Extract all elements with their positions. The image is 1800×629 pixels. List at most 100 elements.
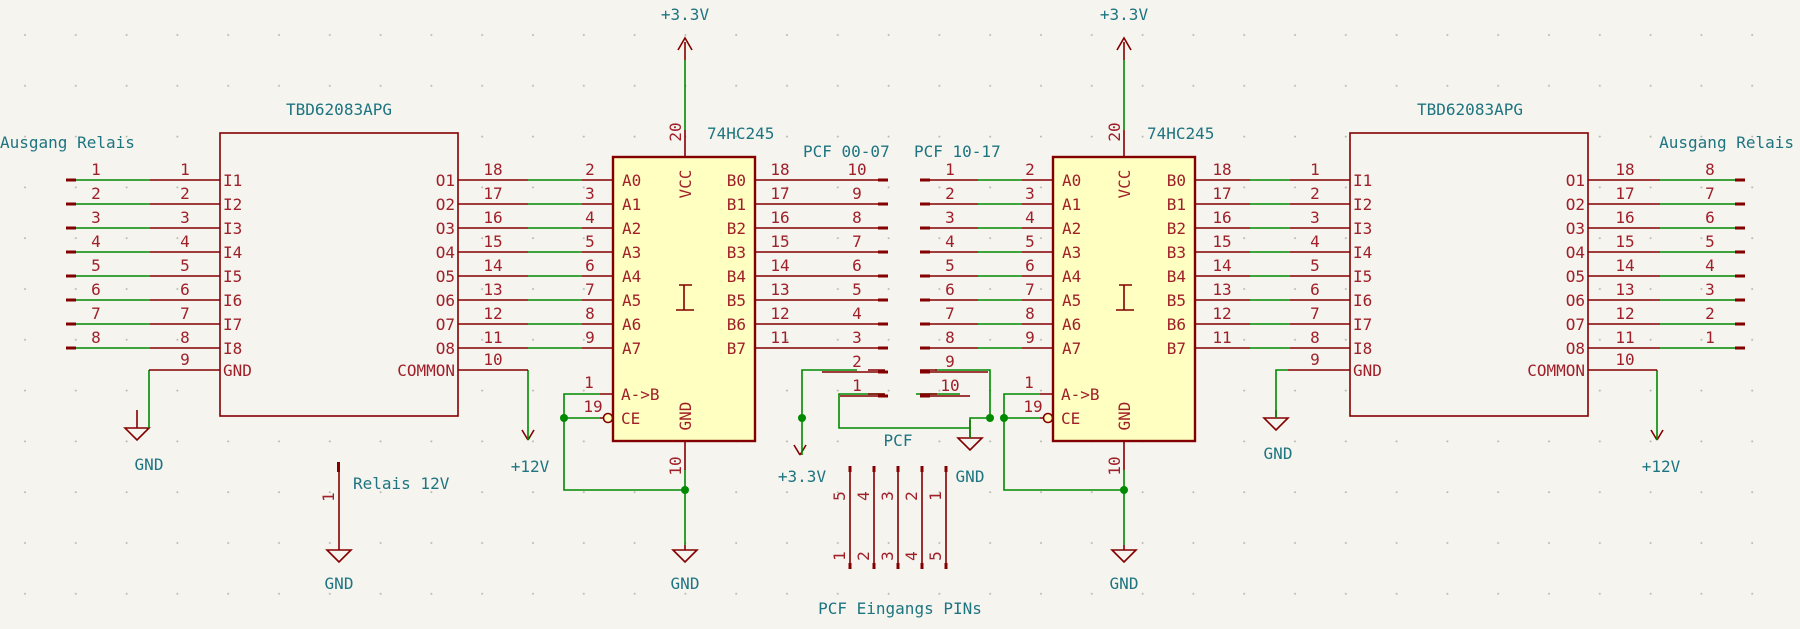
tbd-right-out-label: O1	[1566, 171, 1585, 190]
tbd-left-out-pin-number: 13	[483, 280, 502, 299]
gnd-label: GND	[671, 574, 700, 593]
gnd-symbol[interactable]: GND	[325, 535, 354, 593]
hc-right-a-label: A2	[1062, 219, 1081, 238]
header-top-pin-number: 1	[926, 491, 945, 501]
power-3v3-right[interactable]: +3.3V	[1100, 5, 1149, 60]
tbd-left-in-label: I4	[223, 243, 242, 262]
pcf-right-pin-number: 10	[940, 376, 959, 395]
pcf-10-17-label: PCF 10-17	[914, 142, 1001, 161]
schmitt-trigger-icon	[676, 284, 694, 311]
tbd-left-in-label: I2	[223, 195, 242, 214]
tbd-right-out-pin-number: 16	[1615, 208, 1634, 227]
tbd-right-out-label: O6	[1566, 291, 1585, 310]
tbd62083-left-body[interactable]	[219, 132, 459, 417]
hc-left-b-label: B5	[727, 291, 746, 310]
hc-right-b-pin-number: 11	[1212, 328, 1231, 347]
gnd-label: GND	[1110, 574, 1139, 593]
hc-right-gnd-label: GND	[1115, 402, 1134, 431]
ausgang-relais-left-label: Ausgang Relais	[0, 133, 135, 152]
hc-left-a-pin-number: 5	[585, 232, 595, 251]
tbd-right-common-label: COMMON	[1527, 361, 1585, 380]
power-3v3-left[interactable]: +3.3V	[661, 5, 710, 60]
hc-left-b-pin-number: 18	[770, 160, 789, 179]
tbd-right-out-label: O7	[1566, 315, 1585, 334]
tbd62083-right-body[interactable]	[1349, 132, 1589, 417]
tbd-left-gnd-pin-number: 9	[180, 350, 190, 369]
tbd-right-in-label: I1	[1353, 171, 1372, 190]
pcf-right-pin-number: 9	[945, 352, 955, 371]
hc-right-b-pin-number: 14	[1212, 256, 1231, 275]
conn-right-pin-number: 1	[1705, 328, 1715, 347]
gnd-symbol[interactable]: GND	[123, 410, 163, 474]
pcf-label: PCF	[884, 431, 913, 450]
conn-left-pin-number: 2	[91, 184, 101, 203]
header-bottom-pin-number: 5	[926, 551, 945, 561]
tbd-right-out-label: O3	[1566, 219, 1585, 238]
hc-right-a-label: A0	[1062, 171, 1081, 190]
hc-right-a-label: A7	[1062, 339, 1081, 358]
tbd-right-in-pin-number: 3	[1310, 208, 1320, 227]
hc-left-a-label: A1	[622, 195, 641, 214]
hc-left-b-label: B2	[727, 219, 746, 238]
hc-right-a-label: A1	[1062, 195, 1081, 214]
hc-left-b-label: B0	[727, 171, 746, 190]
conn-right-pin-number: 3	[1705, 280, 1715, 299]
gnd-symbol[interactable]: GND	[671, 545, 700, 593]
power-12v-left[interactable]: +12V	[511, 429, 550, 476]
tbd-right-in-pin-number: 2	[1310, 184, 1320, 203]
tbd-left-in-label: I5	[223, 267, 242, 286]
tbd-right-out-pin-number: 15	[1615, 232, 1634, 251]
pcf-right-pin-number: 1	[945, 160, 955, 179]
hc-left-b-pin-number: 12	[770, 304, 789, 323]
power-12v-right[interactable]: +12V	[1642, 429, 1681, 476]
tbd-left-in-pin-number: 6	[180, 280, 190, 299]
ausgang-relais-right-label: Ausgang Relais	[1659, 133, 1794, 152]
power-3v3-label: +3.3V	[778, 467, 827, 486]
pcf-right-pin-number: 7	[945, 304, 955, 323]
hc-left-a-pin-number: 2	[585, 160, 595, 179]
pcf-left-pin-number: 10	[847, 160, 866, 179]
tbd-right-out-label: O5	[1566, 267, 1585, 286]
tbd-left-out-pin-number: 12	[483, 304, 502, 323]
tbd-left-in-label: I7	[223, 315, 242, 334]
hc-right-b-pin-number: 15	[1212, 232, 1231, 251]
conn-left-pin-number: 4	[91, 232, 101, 251]
hc-left-dir-label: A->B	[621, 385, 660, 404]
hc-left-ce-label: CE	[621, 409, 640, 428]
conn-right-pin-number: 5	[1705, 232, 1715, 251]
tbd-left-out-label: O2	[436, 195, 455, 214]
tbd-left-in-label: I8	[223, 339, 242, 358]
relais-pin-number: 1	[319, 492, 338, 502]
hc-right-b-label: B2	[1167, 219, 1186, 238]
tbd-right-out-pin-number: 18	[1615, 160, 1634, 179]
tbd-left-out-pin-number: 16	[483, 208, 502, 227]
hc-right-a-pin-number: 4	[1025, 208, 1035, 227]
conn-right-pin-number: 4	[1705, 256, 1715, 275]
hc-right-b-label: B0	[1167, 171, 1186, 190]
hc-right-gnd-pin-number: 10	[1105, 456, 1124, 475]
hc-left-a-label: A3	[622, 243, 641, 262]
hc-left-b-pin-number: 16	[770, 208, 789, 227]
hc-right-a-label: A6	[1062, 315, 1081, 334]
tbd-right-in-label: I4	[1353, 243, 1372, 262]
header-top-pin-number: 2	[902, 491, 921, 501]
power-3v3-pcf[interactable]: +3.3V	[778, 444, 827, 486]
hc-right-b-label: B1	[1167, 195, 1186, 214]
power-3v3-label: +3.3V	[1100, 5, 1149, 24]
pcf-right-pin-number: 2	[945, 184, 955, 203]
hc-right-a-pin-number: 2	[1025, 160, 1035, 179]
tbd-right-in-pin-number: 7	[1310, 304, 1320, 323]
gnd-label: GND	[956, 467, 985, 486]
hc-left-name: 74HC245	[707, 124, 774, 143]
conn-right-pin-number: 7	[1705, 184, 1715, 203]
hc-right-ce-pin-number: 19	[1023, 397, 1042, 416]
gnd-symbol[interactable]: GND	[1110, 545, 1139, 593]
hc-left-b-pin-number: 13	[770, 280, 789, 299]
tbd-left-in-pin-number: 3	[180, 208, 190, 227]
pcf-eingangs-pins-label: PCF Eingangs PINs	[818, 599, 982, 618]
tbd-left-gnd-label: GND	[223, 361, 252, 380]
tbd-left-name: TBD62083APG	[286, 100, 392, 119]
hc-left-b-pin-number: 17	[770, 184, 789, 203]
tbd-right-in-pin-number: 6	[1310, 280, 1320, 299]
